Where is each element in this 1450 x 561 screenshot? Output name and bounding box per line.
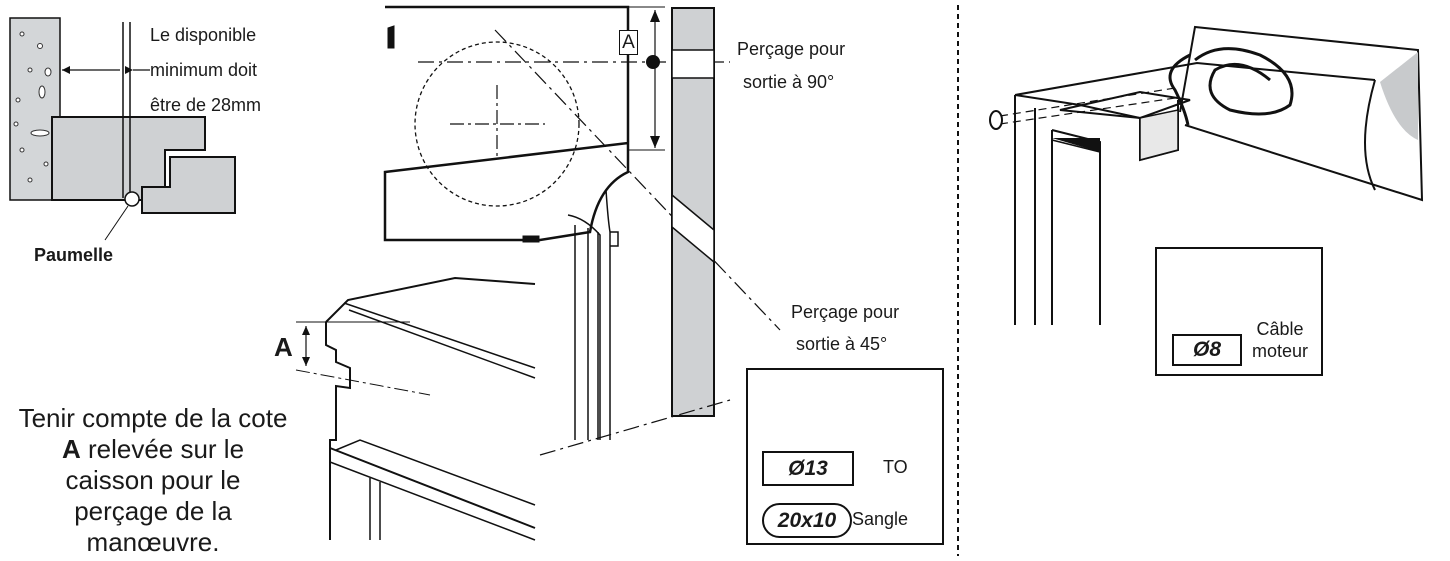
clearance-label-line-1: Le disponible bbox=[150, 25, 257, 45]
cable-end bbox=[989, 110, 1003, 130]
cable-duct-end bbox=[1139, 109, 1179, 161]
hinge-label: Paumelle bbox=[34, 245, 114, 265]
frame-shadow bbox=[1052, 138, 1100, 152]
hinge-detail bbox=[9, 17, 236, 241]
slot-size-20x10: 20x10 bbox=[762, 503, 852, 538]
wall-post bbox=[671, 7, 715, 417]
roller-box-section bbox=[383, 5, 781, 440]
drill-45-label-line-1: Perçage pour bbox=[791, 302, 900, 322]
drill-diameter-13: Ø13 bbox=[762, 451, 854, 486]
cable-label-line-2: moteur bbox=[1251, 341, 1309, 361]
dimension-a-box: A bbox=[619, 30, 638, 55]
dimension-a-label: A bbox=[274, 332, 293, 362]
drill-90-label-line-2: sortie à 90° bbox=[743, 72, 835, 92]
note-text-after: relevée sur le caisson pour le perçage d… bbox=[65, 434, 245, 557]
drill-diameter-8: Ø8 bbox=[1172, 334, 1242, 366]
cable-label-line-1: Câble bbox=[1256, 319, 1304, 339]
drill-45-label-line-2: sortie à 45° bbox=[796, 334, 888, 354]
clearance-label-line-3: être de 28mm bbox=[150, 95, 262, 115]
lower-box bbox=[295, 276, 731, 541]
note-dimension-letter: A bbox=[61, 434, 81, 464]
instruction-note: Tenir compte de la cote A relevée sur le… bbox=[18, 403, 288, 558]
box-end-shade bbox=[1380, 52, 1418, 140]
drill-diameter-13-use: TO bbox=[883, 457, 908, 477]
clearance-label-line-2: minimum doit bbox=[150, 60, 258, 80]
drill-point-90 bbox=[646, 55, 660, 69]
slot-size-use: Sangle bbox=[852, 509, 909, 529]
drill-90-label-line-1: Perçage pour bbox=[737, 39, 846, 59]
note-text-before: Tenir compte de la cote bbox=[18, 403, 288, 433]
